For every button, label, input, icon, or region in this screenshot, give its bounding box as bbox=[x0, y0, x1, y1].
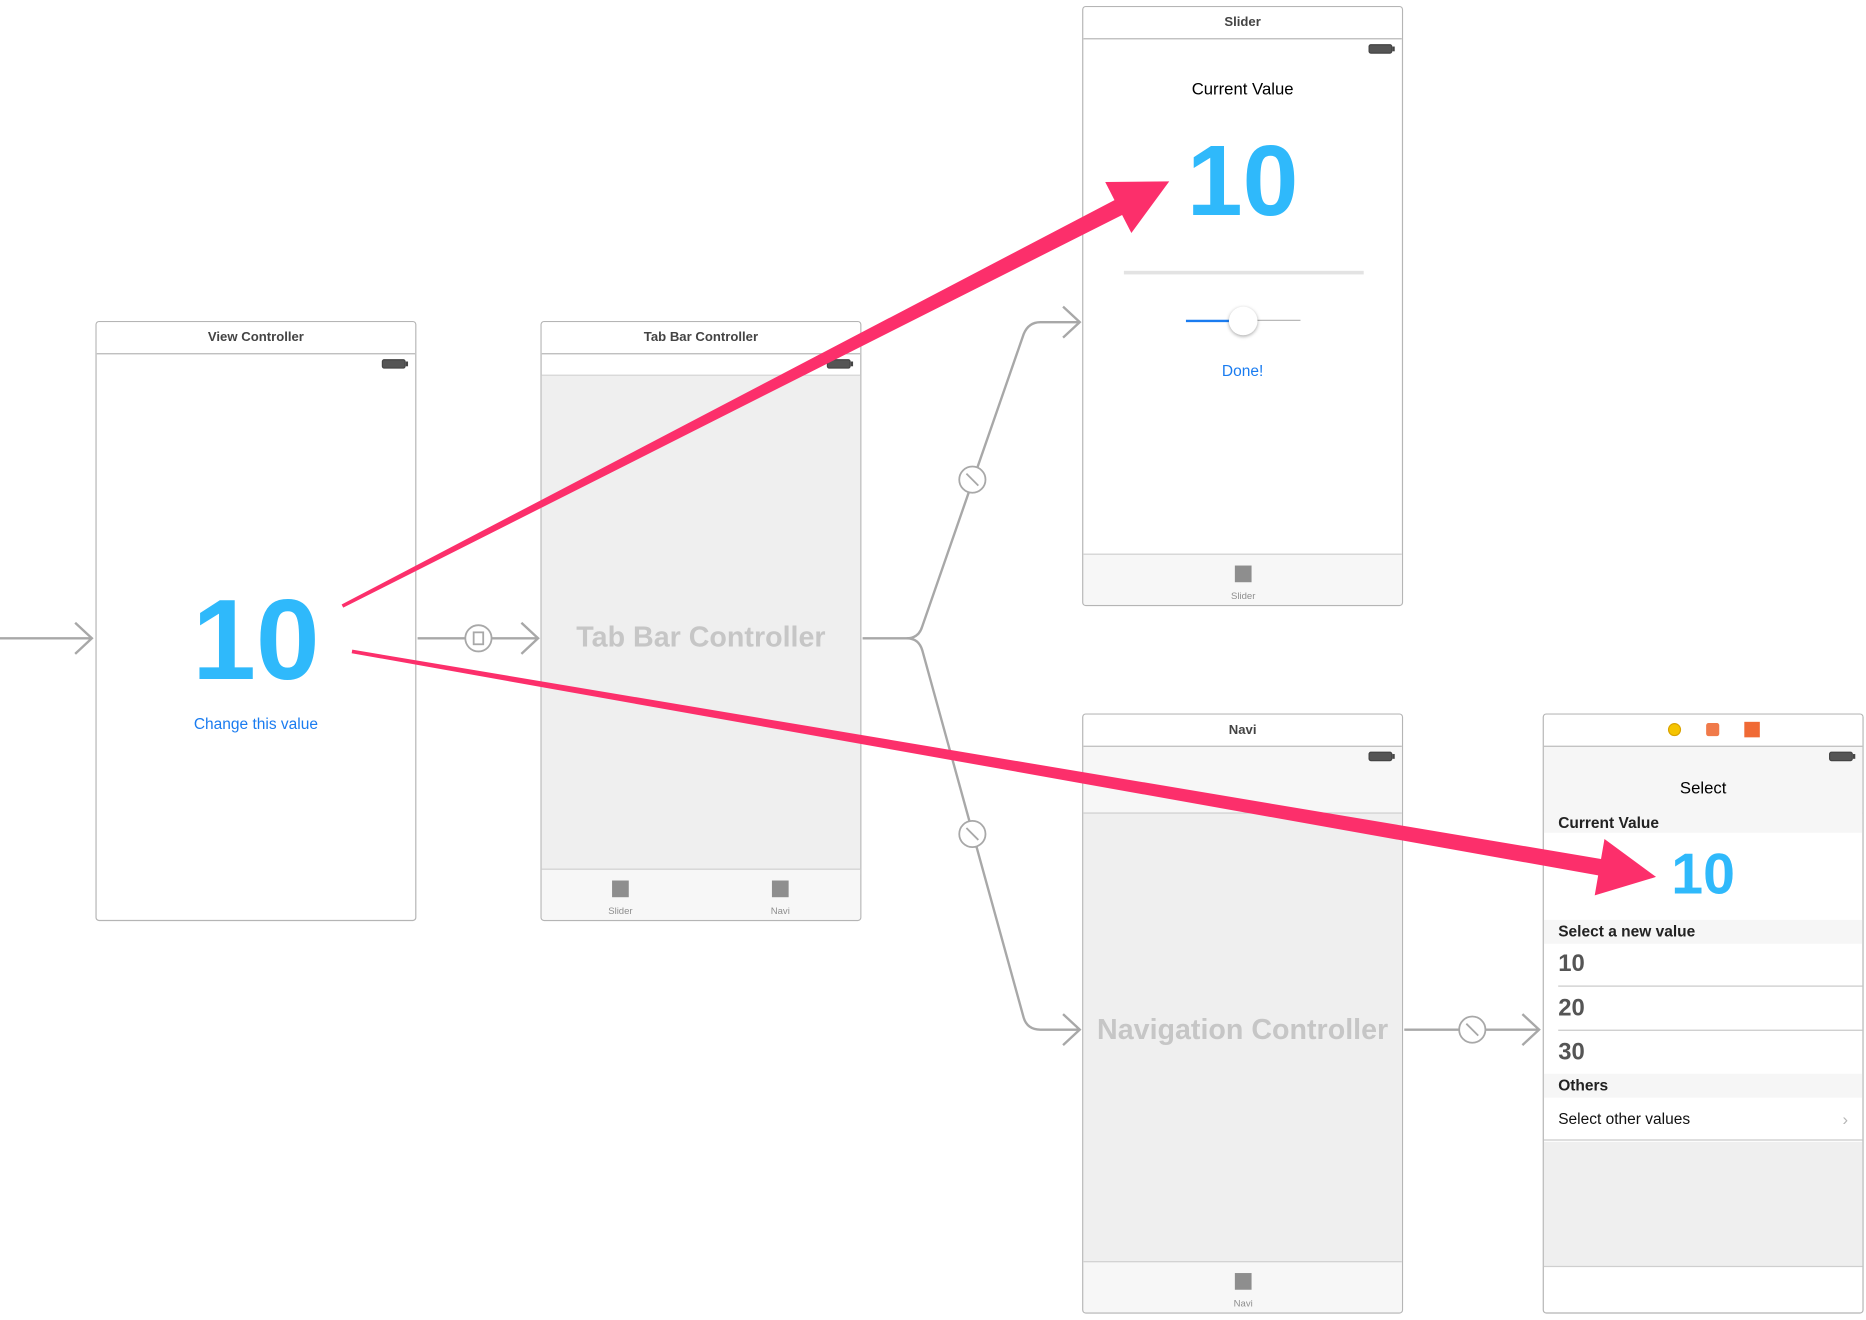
scene-select[interactable]: Select Current Value 10 Select a new val… bbox=[1542, 713, 1864, 1314]
battery-icon bbox=[826, 359, 854, 369]
tab-label: Slider bbox=[608, 905, 633, 917]
tab-bar: Slider Navi bbox=[541, 868, 861, 920]
done-button[interactable]: Done! bbox=[1221, 361, 1264, 380]
battery-icon bbox=[381, 359, 409, 369]
option-row[interactable]: 10 bbox=[1544, 944, 1863, 987]
placeholder-label: Navigation Controller bbox=[1097, 1014, 1389, 1047]
arrowhead-icon bbox=[74, 621, 94, 655]
tab-navi[interactable]: Navi bbox=[1207, 1262, 1279, 1312]
current-value-label: Current Value bbox=[1191, 78, 1294, 98]
tab-label: Navi bbox=[770, 905, 790, 917]
annotation-arrow bbox=[341, 181, 1170, 608]
section-header-select: Select a new value bbox=[1543, 919, 1863, 944]
battery-icon bbox=[1368, 751, 1395, 762]
arrowhead-icon bbox=[520, 621, 540, 655]
exit-icon[interactable] bbox=[1744, 721, 1760, 738]
tab-slider[interactable]: Slider bbox=[1207, 555, 1279, 605]
view-controller-icon[interactable] bbox=[1667, 723, 1682, 737]
empty-table-area bbox=[1543, 1141, 1863, 1268]
relationship-line-navi bbox=[906, 637, 1080, 1031]
slider-thumb[interactable] bbox=[1228, 306, 1258, 336]
scene-title: View Controller bbox=[96, 322, 416, 355]
option-label: 30 bbox=[1558, 1039, 1585, 1066]
nav-title: Select bbox=[1679, 777, 1727, 797]
tab-bar: Slider bbox=[1083, 553, 1402, 605]
annotation-arrow bbox=[351, 649, 1657, 896]
tab-label: Slider bbox=[1230, 590, 1256, 602]
change-value-button[interactable]: Change this value bbox=[193, 714, 318, 733]
option-label: 20 bbox=[1558, 995, 1585, 1022]
row-label: Select other values bbox=[1558, 1109, 1691, 1128]
scene-view-controller[interactable]: View Controller 10 Change this value bbox=[95, 320, 417, 922]
segue-badge bbox=[464, 624, 493, 653]
scene-dock bbox=[1543, 714, 1863, 747]
segue-icon bbox=[472, 631, 485, 646]
section-header-others: Others bbox=[1543, 1073, 1863, 1098]
battery-icon bbox=[1829, 751, 1856, 762]
content-area bbox=[541, 374, 861, 875]
first-responder-icon[interactable] bbox=[1706, 723, 1720, 737]
value-label: 10 bbox=[192, 576, 320, 704]
tab-navi[interactable]: Navi bbox=[744, 870, 816, 920]
scene-title: Navi bbox=[1083, 714, 1402, 747]
value-slider[interactable] bbox=[1185, 306, 1301, 336]
content-area bbox=[1083, 813, 1402, 1265]
battery-icon bbox=[1368, 44, 1395, 54]
option-row[interactable]: 20 bbox=[1544, 987, 1863, 1031]
tab-square-icon bbox=[1234, 1273, 1252, 1290]
scene-tab-bar-controller[interactable]: Tab Bar Controller Tab Bar Controller Sl… bbox=[540, 320, 862, 922]
progress-view bbox=[1123, 270, 1364, 275]
tab-slider[interactable]: Slider bbox=[585, 870, 657, 920]
arrowhead-icon bbox=[1521, 1013, 1541, 1047]
section-header-current: Current Value bbox=[1543, 812, 1863, 833]
tab-square-icon bbox=[1234, 565, 1252, 583]
tab-square-icon bbox=[771, 880, 789, 898]
arrowhead-icon bbox=[1062, 305, 1082, 339]
relationship-icon bbox=[1465, 1023, 1479, 1037]
arrowhead-icon bbox=[1062, 1013, 1082, 1047]
current-value-label: 10 bbox=[1671, 843, 1735, 907]
select-other-values-row[interactable]: Select other values › bbox=[1543, 1098, 1863, 1141]
value-label: 10 bbox=[1186, 124, 1299, 237]
placeholder-label: Tab Bar Controller bbox=[576, 621, 826, 654]
option-label: 10 bbox=[1558, 950, 1585, 978]
scene-title: Tab Bar Controller bbox=[541, 322, 861, 355]
tab-label: Navi bbox=[1233, 1298, 1253, 1309]
scene-slider[interactable]: Slider Current Value 10 Done! Slider bbox=[1082, 5, 1404, 607]
scene-navigation-controller[interactable]: Navi Navigation Controller Navi bbox=[1082, 713, 1404, 1314]
tab-bar: Navi bbox=[1083, 1261, 1402, 1313]
relationship-icon bbox=[965, 827, 979, 841]
chevron-right-icon: › bbox=[1842, 1109, 1849, 1129]
option-row[interactable]: 30 bbox=[1544, 1031, 1863, 1074]
tab-square-icon bbox=[612, 880, 629, 898]
scene-title: Slider bbox=[1083, 7, 1402, 40]
relationship-icon bbox=[965, 473, 979, 487]
